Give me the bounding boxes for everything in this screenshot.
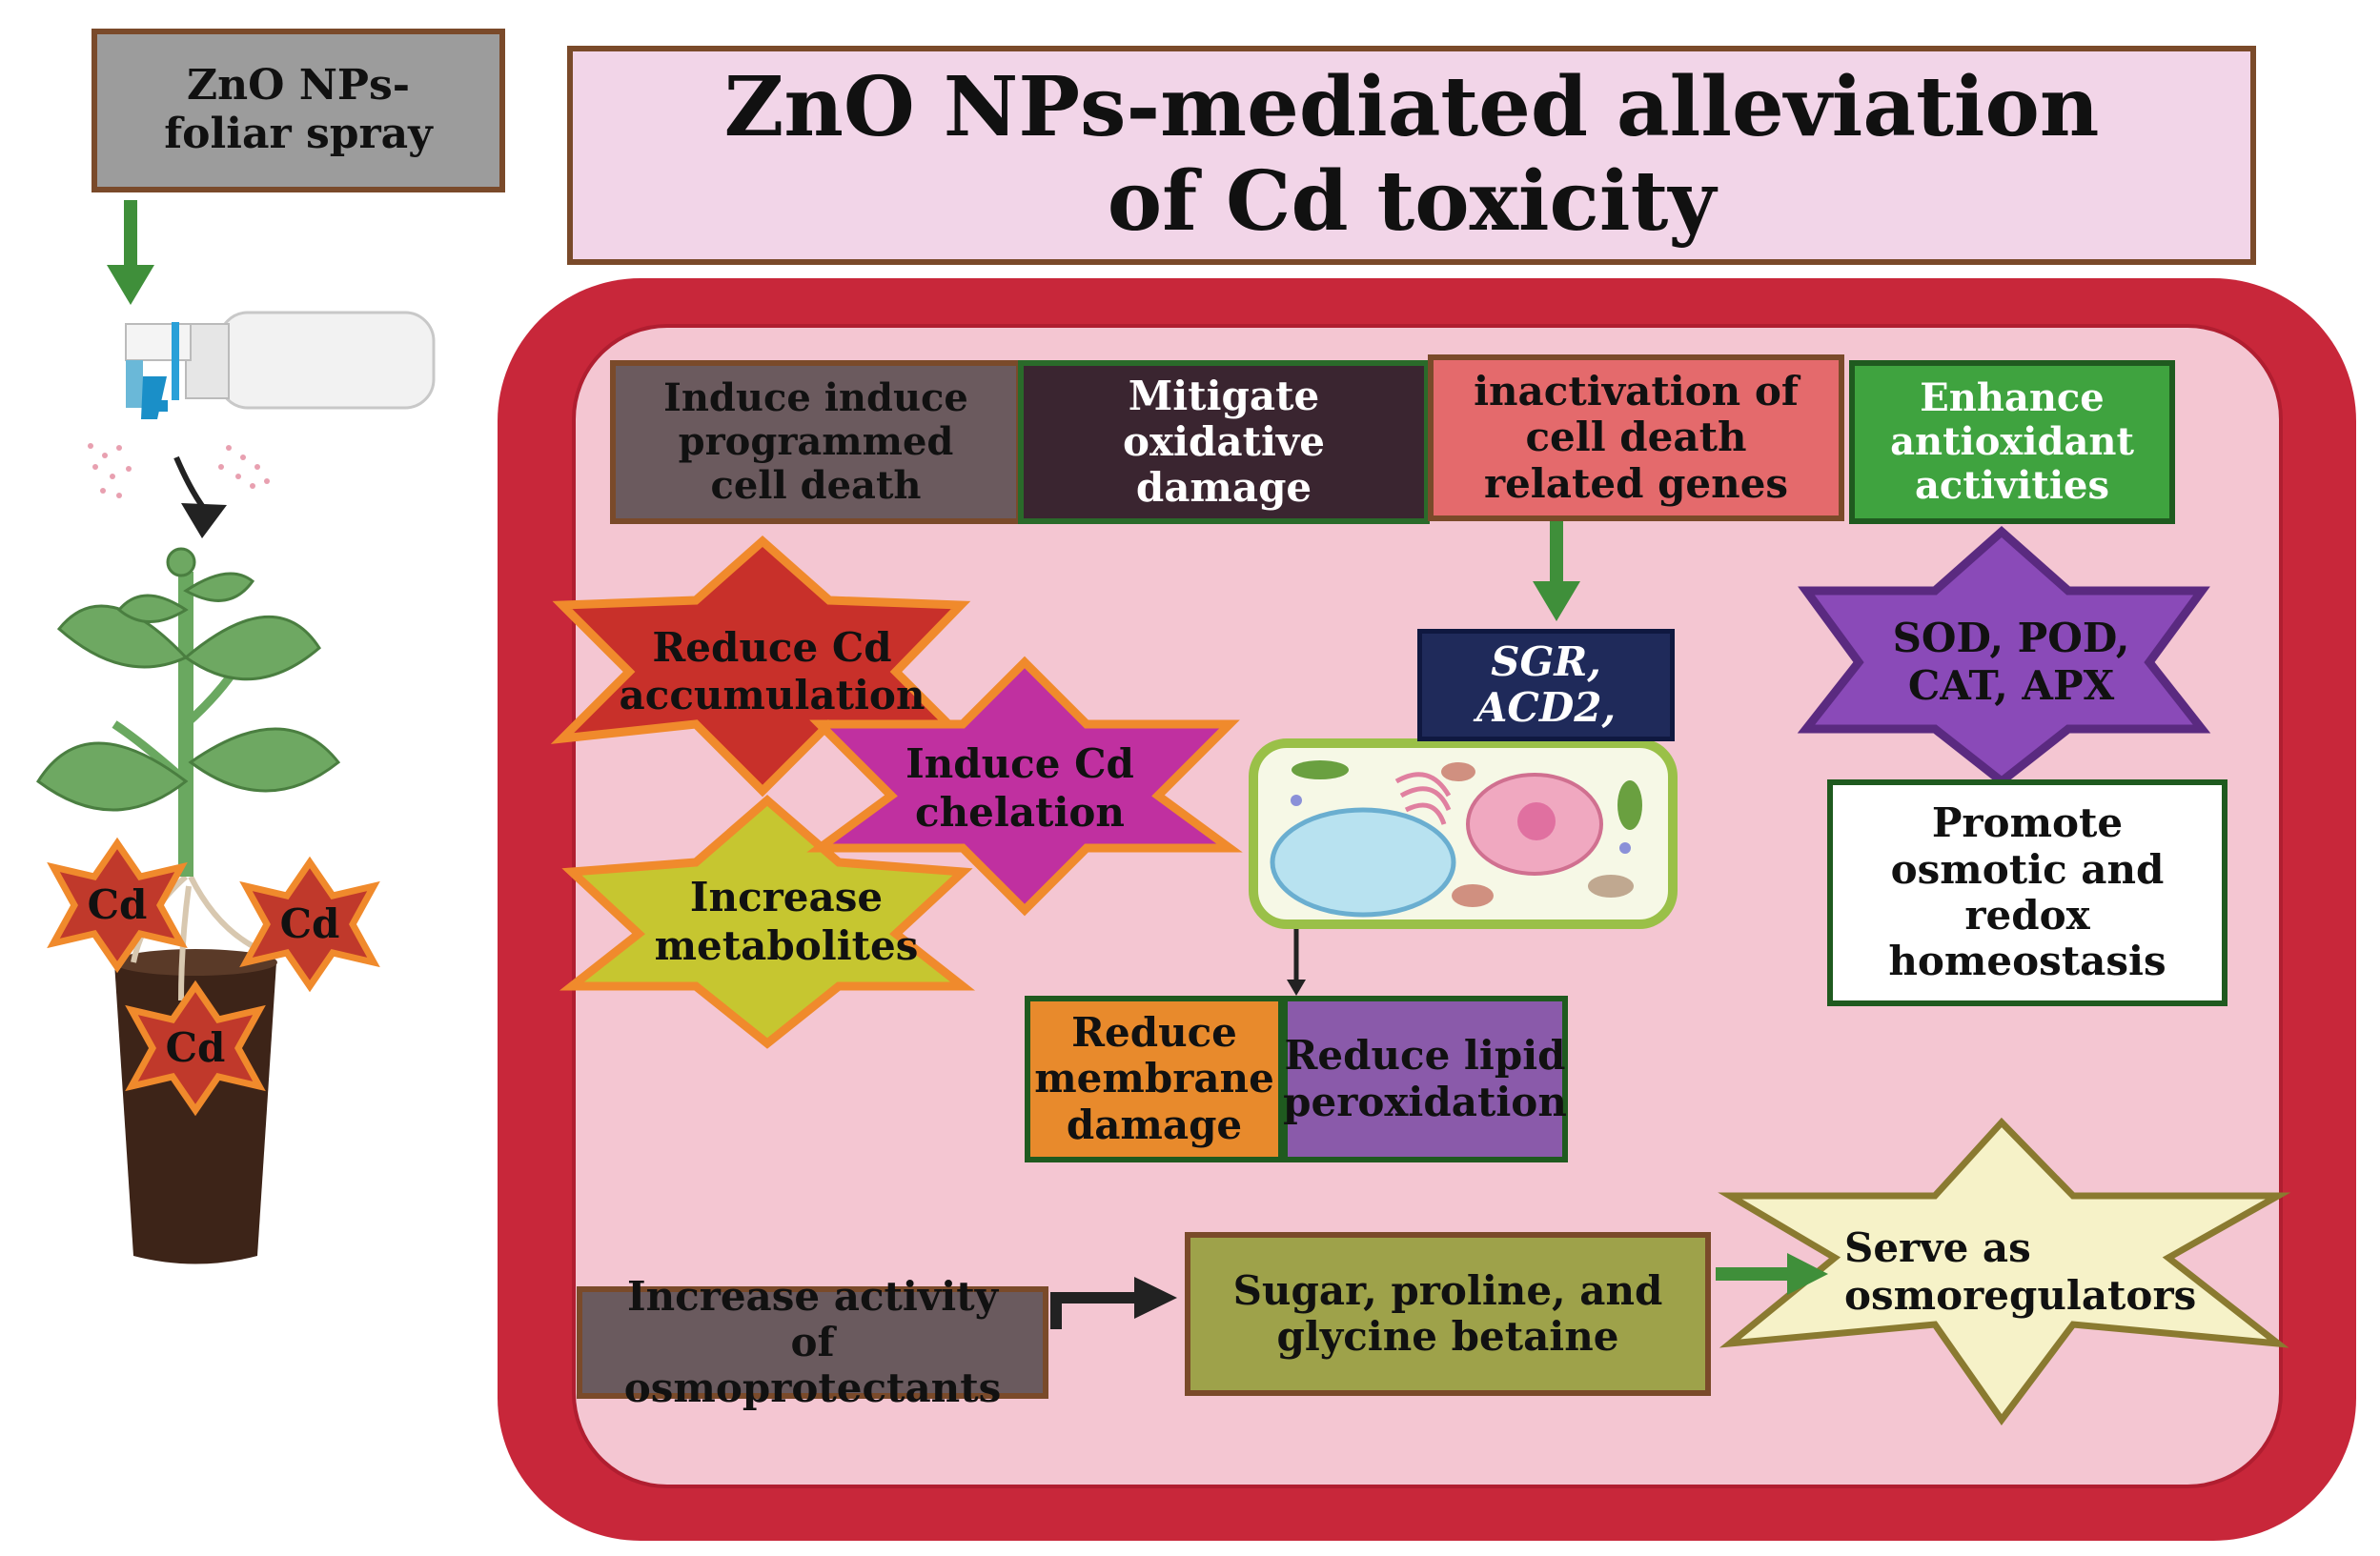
genes-box: inactivation of cell death related genes (1428, 354, 1844, 521)
star-cd-accumulation-text: Reduce Cd accumulation (619, 623, 926, 718)
cd-star-2 (239, 856, 380, 993)
osmoprotectants-box: Increase activity of osmoprotectants (577, 1273, 1048, 1411)
homeostasis-text: Promote osmotic and redox homeostasis (1888, 799, 2166, 985)
membrane-text: Reduce membrane damage (1034, 1009, 1274, 1148)
star-enzymes-text: SOD, POD, CAT, APX (1892, 614, 2130, 709)
lipid-box: Reduce lipid peroxidation (1282, 996, 1568, 1162)
star-chelation-text: Induce Cd chelation (905, 740, 1134, 836)
lipid-text: Reduce lipid peroxidation (1283, 1032, 1567, 1125)
genes-text: inactivation of cell death related genes (1474, 368, 1799, 507)
osmo-to-sugar-arrow (1050, 1277, 1177, 1329)
gene-names-box: SGR, ACD2, (1417, 629, 1675, 741)
homeostasis-box: Promote osmotic and redox homeostasis (1827, 779, 2227, 1006)
pcd-box: Induce induce programmed cell death (610, 360, 1022, 524)
osmoprotectants-text: Increase activity of osmoprotectants (623, 1272, 1002, 1412)
cd-star-3 (125, 980, 266, 1117)
gene-names-text: SGR, ACD2, (1475, 637, 1617, 731)
star-chelation (806, 656, 1243, 917)
title-box: ZnO NPs-mediated alleviation of Cd toxic… (567, 46, 2256, 265)
sugar-to-osmoregulators-arrow (1716, 1253, 1828, 1295)
curved-arrow-icon (173, 455, 227, 538)
cell-down-arrow (1287, 929, 1306, 996)
oxidative-text: Mitigate oxidative damage (1122, 372, 1326, 512)
spray-label: ZnO NPs-foliar spray (164, 61, 433, 158)
cd-label-3: Cd (165, 1023, 226, 1071)
cd-label-2: Cd (279, 899, 340, 947)
star-osmoregulators (1718, 1117, 2291, 1425)
spray-down-arrow (107, 200, 154, 305)
sugar-box: Sugar, proline, and glycine betaine (1185, 1232, 1711, 1396)
spray-mist (88, 443, 270, 498)
pcd-text: Induce induce programmed cell death (663, 375, 968, 508)
spray-label-box: ZnO NPs-foliar spray (92, 29, 505, 192)
page-title: ZnO NPs-mediated alleviation of Cd toxic… (723, 59, 2100, 250)
cd-label-1: Cd (87, 880, 148, 928)
antioxidant-text: Enhance antioxidant activities (1890, 375, 2134, 508)
oxidative-box: Mitigate oxidative damage (1018, 360, 1430, 524)
sugar-text: Sugar, proline, and glycine betaine (1232, 1266, 1663, 1360)
star-metabolites-text: Increase metabolites (654, 874, 919, 969)
genes-down-arrow (1533, 519, 1580, 621)
membrane-box: Reduce membrane damage (1025, 996, 1284, 1162)
star-cd-accumulation (550, 535, 975, 798)
plant-cell-icon (1249, 738, 1678, 929)
star-metabolites (559, 795, 976, 1049)
antioxidant-box: Enhance antioxidant activities (1849, 360, 2175, 524)
cd-star-1 (47, 837, 188, 974)
star-osmoregulators-text: Serve as osmoregulators (1844, 1223, 2197, 1319)
spray-bottle-icon (125, 311, 436, 419)
